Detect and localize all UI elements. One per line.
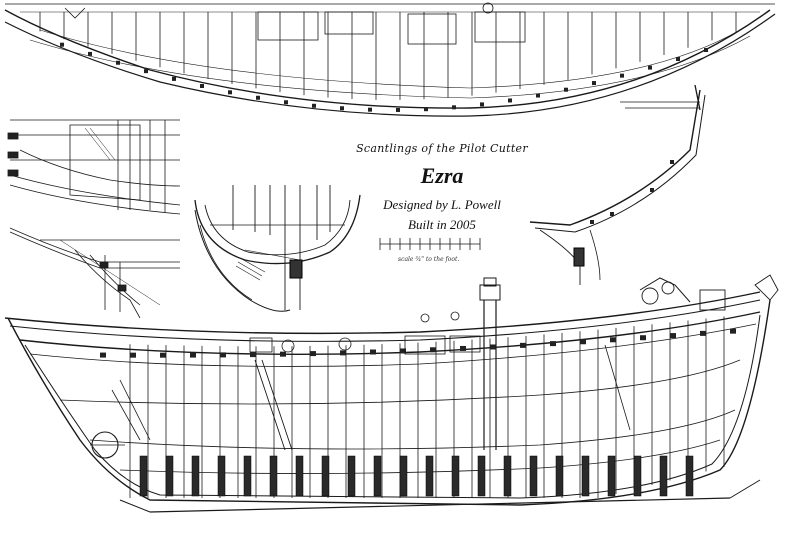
deck-beam-end <box>160 352 166 358</box>
floor-timber <box>685 455 694 497</box>
designer-credit: Designed by L. Powell <box>383 197 501 212</box>
deck-bolt <box>60 42 64 47</box>
bow-detail-section <box>7 119 181 215</box>
floor-timber <box>399 455 408 497</box>
scale-bar <box>379 238 481 250</box>
deck-beam-end <box>610 337 616 343</box>
deck-beam-end <box>400 348 406 354</box>
midship-section <box>194 185 361 312</box>
deck-bolt <box>396 107 400 112</box>
floor-timber <box>633 455 642 497</box>
deck-beam-end <box>640 335 646 341</box>
deck-bolt <box>200 83 204 88</box>
deck-bolt <box>312 103 316 108</box>
deck-bolt <box>172 76 176 81</box>
floor-timber <box>659 455 668 497</box>
deck-beam-end <box>370 349 376 355</box>
deck-beam-end <box>190 352 196 358</box>
deck-bolt <box>648 65 652 70</box>
floor-timber <box>503 455 512 497</box>
deck-beam-end <box>280 351 286 357</box>
floor-timber <box>555 455 564 497</box>
floor-timber <box>321 455 330 497</box>
floor-timber <box>139 455 148 497</box>
deck-beam-end <box>460 345 466 351</box>
deck-bolt <box>592 81 596 86</box>
floor-timber <box>191 455 200 497</box>
scale-caption: scale ¾" to the foot. <box>398 256 460 263</box>
title-subtitle: Scantlings of the Pilot Cutter <box>356 142 528 155</box>
floor-timber <box>217 455 226 497</box>
floor-timber <box>477 455 486 497</box>
build-year: Built in 2005 <box>408 217 476 232</box>
floor-timber <box>165 455 174 497</box>
deck-beam-end <box>490 344 496 350</box>
floor-timber <box>451 455 460 497</box>
deck-bolt <box>368 107 372 112</box>
deck-bolt <box>116 60 120 65</box>
deck-beam-end <box>340 350 346 356</box>
deck-bolt <box>508 98 512 103</box>
deck-bolt <box>452 105 456 110</box>
floor-timber <box>607 455 616 497</box>
floor-timber <box>373 455 382 497</box>
deck-beam-end <box>100 352 106 358</box>
floor-timber <box>581 455 590 497</box>
deck-bolt <box>480 102 484 107</box>
deck-beam-end <box>130 352 136 358</box>
deck-bolt <box>536 93 540 98</box>
deck-bolt <box>676 57 680 62</box>
floor-timber <box>295 455 304 497</box>
stern-section <box>529 84 706 285</box>
deck-bolt <box>256 95 260 100</box>
deck-plan-view <box>4 2 776 117</box>
floor-timber <box>269 455 278 497</box>
floor-timber <box>243 455 252 497</box>
deck-beam-end <box>220 352 226 358</box>
drawing-title-block: Scantlings of the Pilot Cutter Ezra Desi… <box>352 142 532 233</box>
floor-timber <box>347 455 356 497</box>
deck-bolt <box>340 106 344 111</box>
deck-bolt <box>144 69 148 74</box>
deck-beam-end <box>250 352 256 358</box>
deck-beam-end <box>730 328 736 334</box>
deck-bolt <box>88 51 92 56</box>
deck-bolt <box>704 47 708 52</box>
deck-bolt <box>620 73 624 78</box>
deck-beam-end <box>550 341 556 347</box>
stem-detail <box>9 227 180 319</box>
deck-bolt <box>564 87 568 92</box>
deck-bolt <box>424 107 428 112</box>
deck-beam-end <box>700 330 706 336</box>
floor-timber <box>529 455 538 497</box>
deck-bolt <box>228 90 232 95</box>
deck-beam-end <box>310 351 316 357</box>
vessel-name: Ezra <box>420 163 464 188</box>
deck-bolt <box>284 100 288 105</box>
deck-beam-end <box>580 339 586 345</box>
floor-timber <box>425 455 434 497</box>
deck-beam-end <box>520 342 526 348</box>
deck-beam-end <box>670 333 676 339</box>
deck-beam-end <box>430 347 436 353</box>
hull-profile-view <box>4 274 779 513</box>
